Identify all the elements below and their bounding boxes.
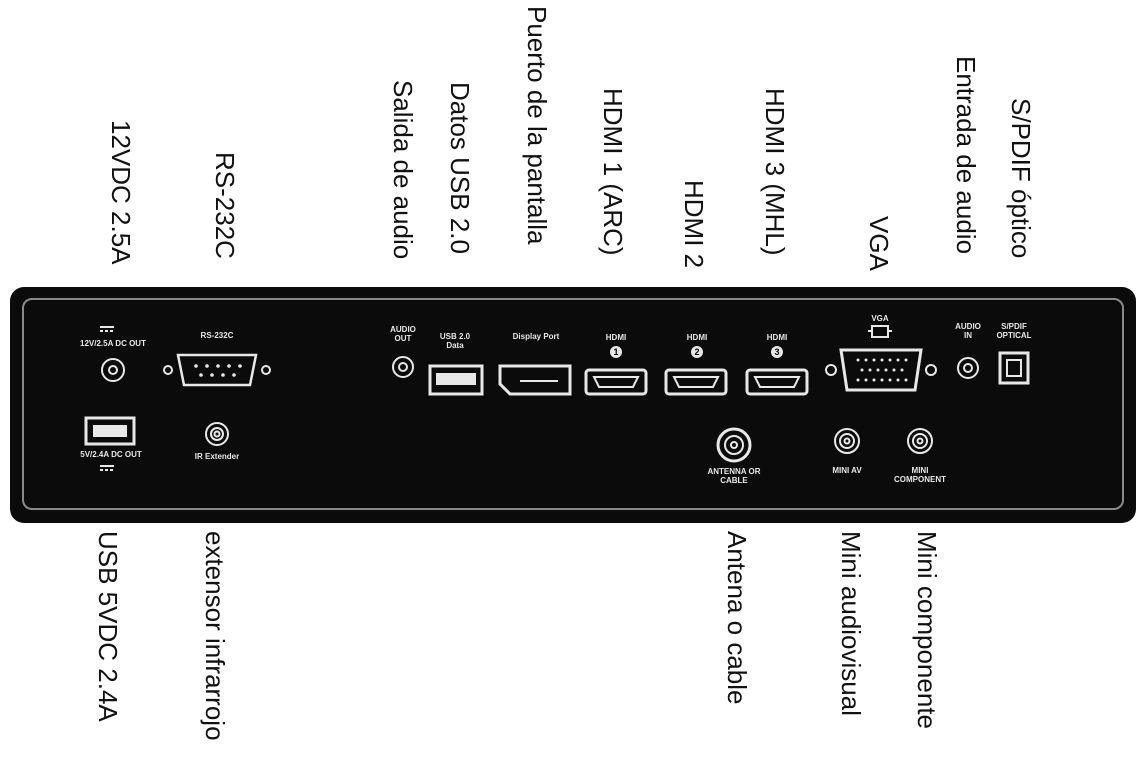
panel-label-ir: IR Extender	[194, 452, 240, 461]
hdmi-number-badges	[610, 346, 783, 358]
spdif-port[interactable]	[998, 351, 1030, 385]
vga-icon	[868, 325, 892, 338]
label-hdmi1: HDMI 1 (ARC)	[598, 88, 628, 256]
panel-label-dc-out: 12V/2.5A DC OUT	[80, 339, 146, 348]
label-audio-in: Entrada de audio	[951, 56, 981, 255]
panel-label-spdif: S/PDIF OPTICAL	[996, 322, 1032, 340]
display-port[interactable]	[498, 364, 572, 396]
label-hdmi3: HDMI 3 (MHL)	[760, 88, 790, 256]
label-mini-av: Mini audiovisual	[836, 531, 866, 716]
label-display-port: Puerto de la pantalla	[522, 6, 552, 245]
label-audio-out: Salida de audio	[388, 80, 418, 260]
audio-out-jack[interactable]	[392, 356, 414, 378]
label-usb-data: Datos USB 2.0	[445, 82, 475, 254]
panel-label-usb-data: USB 2.0 Data	[439, 332, 471, 350]
hdmi1-port[interactable]	[584, 368, 648, 396]
panel-label-usb-power: 5V/2.4A DC OUT	[80, 450, 142, 459]
panel-label-hdmi1: HDMI	[605, 333, 627, 342]
panel-label-rs232: RS-232C	[200, 331, 234, 340]
usb-power-port[interactable]	[84, 416, 136, 446]
dc-symbol-bottom	[100, 465, 114, 471]
hdmi3-port[interactable]	[745, 368, 809, 396]
label-rs232: RS-232C	[210, 152, 240, 259]
label-mini-component: Mini componente	[912, 531, 942, 729]
mini-component-jack[interactable]	[907, 428, 933, 454]
panel-label-hdmi3: HDMI	[766, 333, 788, 342]
label-ir: extensor infrarrojo	[200, 531, 230, 741]
panel-label-vga: VGA	[871, 314, 889, 323]
hdmi2-port[interactable]	[664, 368, 728, 396]
label-usb-power: USB 5VDC 2.4A	[93, 531, 123, 722]
panel-label-hdmi3-num: 3	[774, 347, 780, 357]
label-spdif: S/PDIF óptico	[1006, 98, 1036, 259]
dc-symbol-top	[100, 326, 114, 332]
audio-in-jack[interactable]	[957, 357, 979, 379]
panel-label-audio-in: AUDIO IN	[955, 322, 981, 340]
rear-panel-border	[22, 298, 1124, 510]
label-antenna: Antena o cable	[722, 531, 752, 705]
ir-extender-jack[interactable]	[205, 422, 229, 446]
panel-label-mini-component: MINI COMPONENT	[894, 466, 946, 484]
label-hdmi2: HDMI 2	[679, 180, 709, 269]
panel-label-display-port: Display Port	[512, 332, 560, 341]
label-dc-out: 12VDC 2.5A	[106, 120, 136, 265]
usb-data-port[interactable]	[428, 364, 484, 396]
panel-label-hdmi2-num: 2	[694, 347, 700, 357]
antenna-jack[interactable]	[716, 427, 752, 463]
mini-av-jack[interactable]	[834, 428, 860, 454]
panel-label-hdmi1-num: 1	[613, 347, 619, 357]
label-vga: VGA	[864, 216, 894, 271]
dc-out-jack[interactable]	[101, 358, 125, 382]
rear-panel	[10, 287, 1136, 523]
panel-label-mini-av: MINI AV	[832, 466, 862, 475]
panel-label-antenna: ANTENNA OR CABLE	[707, 467, 761, 485]
rs232-port[interactable]	[163, 353, 271, 387]
vga-port[interactable]	[825, 348, 937, 392]
panel-label-audio-out: AUDIO OUT	[390, 325, 416, 343]
panel-label-hdmi2: HDMI	[686, 333, 708, 342]
